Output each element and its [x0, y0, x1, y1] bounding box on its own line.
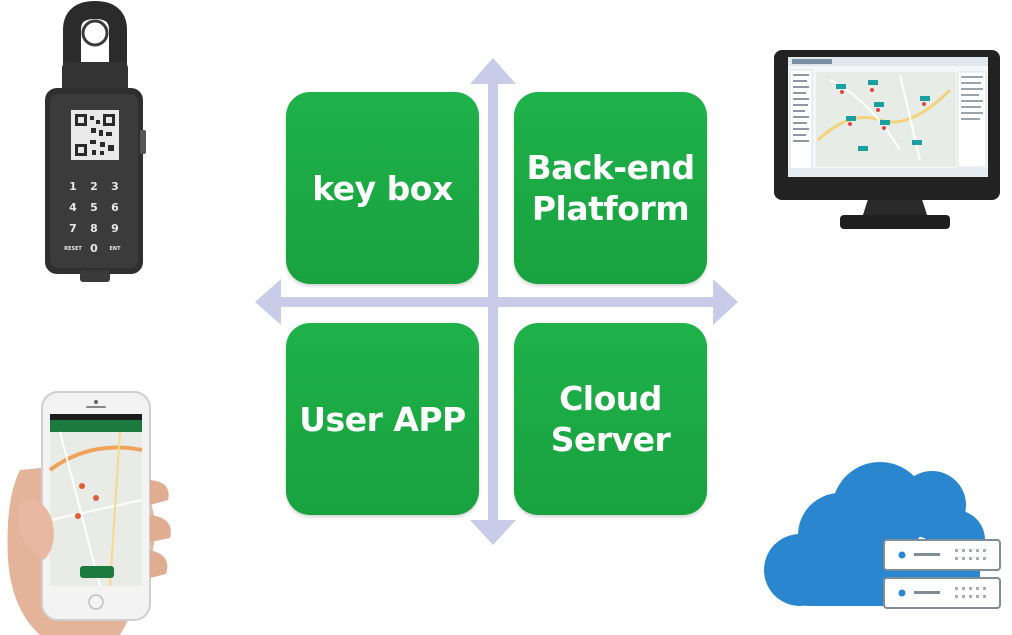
key-0: 0	[90, 242, 98, 255]
up-arrowhead	[470, 58, 516, 84]
tile-cloud-server: Cloud Server	[514, 323, 707, 515]
tile-user-app: User APP	[286, 323, 479, 515]
key-7: 7	[69, 222, 77, 235]
key-8: 8	[90, 222, 98, 235]
key-reset: RESET	[64, 246, 82, 252]
key-ent: ENT	[109, 246, 121, 252]
key-4: 4	[69, 201, 77, 214]
left-arrowhead	[255, 279, 281, 325]
key-3: 3	[111, 180, 119, 193]
key-1: 1	[69, 180, 77, 193]
tile-back-end-platform: Back-end Platform	[514, 92, 707, 284]
key-6: 6	[111, 201, 119, 214]
down-arrowhead	[470, 520, 516, 545]
horizontal-axis	[278, 297, 718, 307]
key-2: 2	[90, 180, 98, 193]
key-5: 5	[90, 201, 98, 214]
key-9: 9	[111, 222, 119, 235]
server-rack	[883, 539, 1001, 609]
tile-key-box: key box	[286, 92, 479, 284]
right-arrowhead	[713, 279, 738, 325]
keypad: 1 2 3 4 5 6 7 8 9 RESET 0 ENT	[64, 180, 121, 255]
